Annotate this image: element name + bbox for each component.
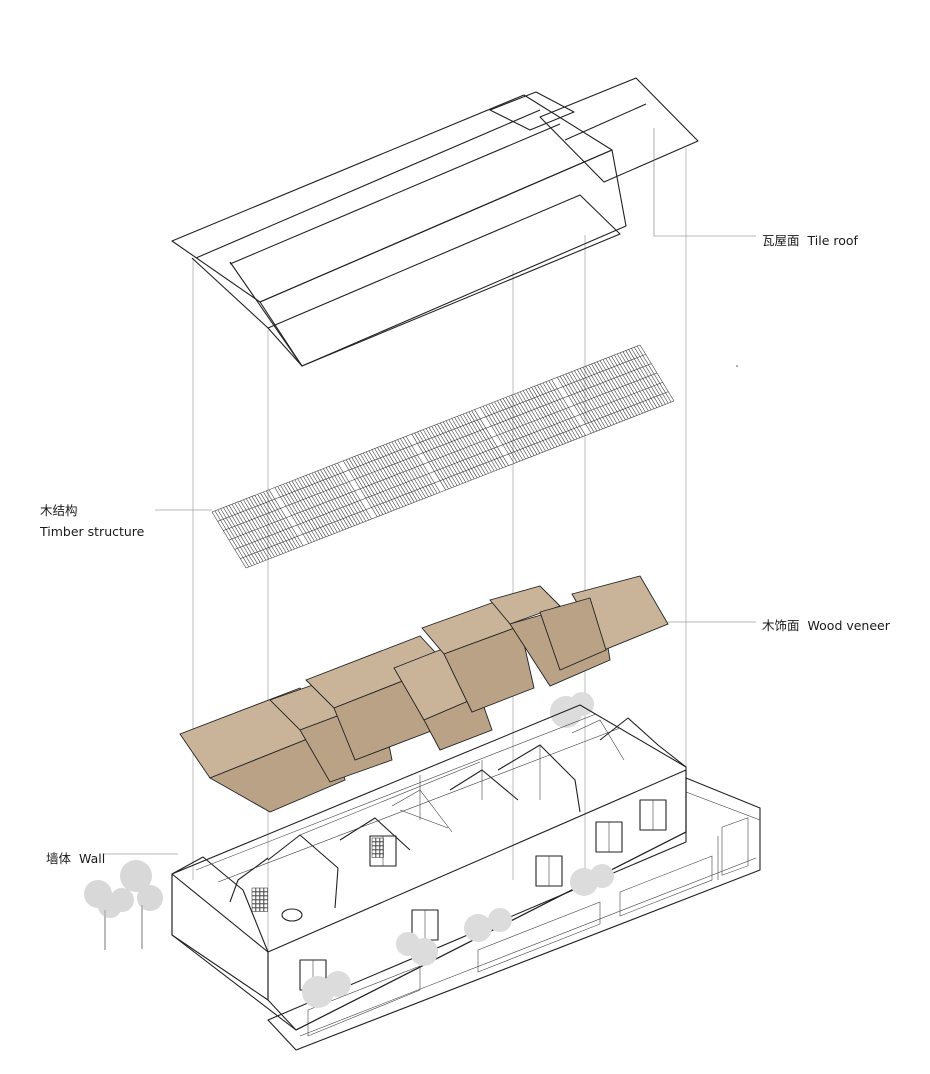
lattice-cell xyxy=(375,837,380,842)
tree-left xyxy=(84,860,163,950)
lattice-cell xyxy=(371,853,376,858)
lattice-cell xyxy=(251,887,256,892)
lattice-cell xyxy=(263,887,268,892)
lattice-cell xyxy=(263,895,268,900)
lattice-cell xyxy=(379,845,384,850)
label-tile-roof: 瓦屋面 Tile roof xyxy=(762,230,858,249)
lattice-cell xyxy=(371,841,376,846)
lattice-cell xyxy=(263,907,268,912)
lattice-cell xyxy=(251,907,256,912)
lattice-cell xyxy=(259,903,264,908)
lattice-cell xyxy=(255,903,260,908)
purlin-line xyxy=(223,363,652,531)
label-timber-structure-zh: 木结构 xyxy=(40,503,78,518)
wall-layer xyxy=(84,692,761,1051)
purlin-line xyxy=(245,400,675,569)
lattice-cell xyxy=(251,895,256,900)
lattice-cell xyxy=(259,891,264,896)
timber-structure-layer xyxy=(211,344,675,569)
lattice-cell xyxy=(255,887,260,892)
wood-veneer-layer xyxy=(179,575,669,813)
lattice-cell xyxy=(379,837,384,842)
label-wall-zh: 墙体 xyxy=(46,851,72,866)
alignment-lines xyxy=(192,148,687,1000)
lattice-cell xyxy=(375,849,380,854)
lattice-cell xyxy=(259,907,264,912)
purlin-line xyxy=(211,344,641,513)
tree-yard-1 xyxy=(302,864,614,1008)
purlin-line xyxy=(228,372,658,541)
label-tile-roof-zh: 瓦屋面 xyxy=(762,233,800,248)
veneer-panel xyxy=(208,729,346,813)
lattice-cell xyxy=(379,853,384,858)
leader-lines xyxy=(104,128,756,855)
lattice-cell xyxy=(263,899,268,904)
lattice-cell xyxy=(251,891,256,896)
tree-back xyxy=(550,692,594,728)
window-grid xyxy=(251,799,667,991)
lattice-cell xyxy=(255,907,260,912)
lattice-cell xyxy=(259,899,264,904)
veneer-panel xyxy=(539,597,607,671)
lattice-cell xyxy=(375,841,380,846)
veneer-panel xyxy=(443,625,535,713)
label-timber-structure: 木结构 Timber structure xyxy=(40,500,144,542)
lattice-cell xyxy=(375,853,380,858)
label-wall: 墙体 Wall xyxy=(46,848,105,867)
lattice-cell xyxy=(255,899,260,904)
lattice-cell xyxy=(263,903,268,908)
label-wood-veneer: 木饰面 Wood veneer xyxy=(762,615,890,634)
label-tile-roof-en: Tile roof xyxy=(807,233,858,248)
lattice-cell xyxy=(263,891,268,896)
purlin-line xyxy=(234,382,663,550)
lattice-cell xyxy=(251,903,256,908)
label-timber-structure-en: Timber structure xyxy=(40,524,145,539)
label-wood-veneer-en: Wood veneer xyxy=(807,618,890,633)
lattice-cell xyxy=(259,895,264,900)
tile-roof-layer xyxy=(171,77,699,367)
purlin-line xyxy=(240,391,669,559)
lattice-cell xyxy=(251,899,256,904)
purlin-line xyxy=(217,354,646,522)
lattice-cell xyxy=(259,887,264,892)
lattice-cell xyxy=(379,849,384,854)
label-wood-veneer-zh: 木饰面 xyxy=(762,618,800,633)
lattice-cell xyxy=(255,895,260,900)
lattice-cell xyxy=(371,845,376,850)
lattice-cell xyxy=(255,891,260,896)
lattice-cell xyxy=(375,845,380,850)
lattice-cell xyxy=(379,841,384,846)
label-wall-en: Wall xyxy=(79,851,106,866)
lattice-cell xyxy=(371,837,376,842)
lattice-cell xyxy=(371,849,376,854)
